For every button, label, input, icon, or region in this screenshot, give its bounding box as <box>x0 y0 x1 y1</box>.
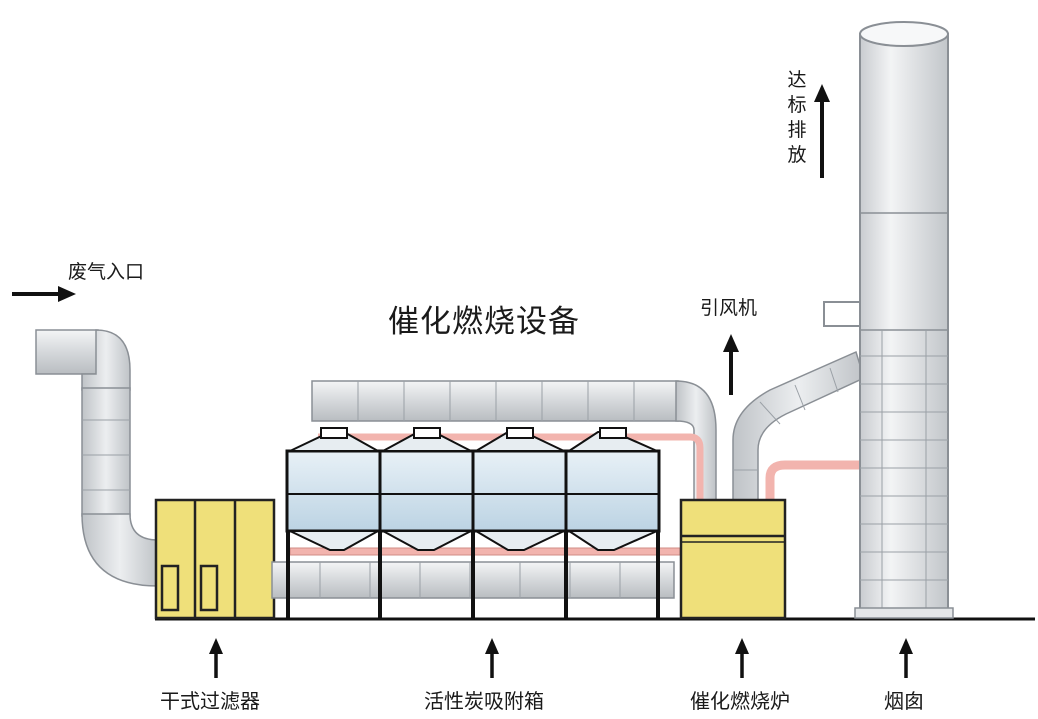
fan-label: 引风机 <box>700 297 758 319</box>
catalytic-furnace-label: 催化燃烧炉 <box>690 689 790 713</box>
pointer-arrow-carbon <box>485 638 499 678</box>
catalytic-furnace-unit <box>679 498 787 620</box>
discharge-label: 达标排放 <box>787 69 807 166</box>
hot-pipe-chimney <box>765 460 862 500</box>
carbon-adsorber-boxes <box>285 427 661 619</box>
hot-pipe-upper <box>318 433 704 500</box>
inlet-duct <box>35 329 159 587</box>
carbon-box-label: 活性炭吸附箱 <box>424 689 544 713</box>
pointer-arrow-furnace <box>735 638 749 678</box>
chimney-stack <box>823 21 954 619</box>
chimney-label: 烟囱 <box>884 689 924 713</box>
hot-pipe-lower <box>289 547 681 556</box>
dry-filter-label: 干式过滤器 <box>160 689 260 713</box>
discharge-arrow <box>814 84 830 178</box>
fan-arrow <box>723 334 739 395</box>
inlet-arrow <box>12 286 76 302</box>
fan-duct <box>732 350 865 501</box>
inlet-label: 废气入口 <box>68 261 145 283</box>
dry-filter-unit <box>154 498 276 620</box>
diagram-title: 催化燃烧设备 <box>388 304 580 340</box>
pointer-arrow-chimney <box>899 638 913 678</box>
pointer-arrow-filter <box>209 638 223 678</box>
